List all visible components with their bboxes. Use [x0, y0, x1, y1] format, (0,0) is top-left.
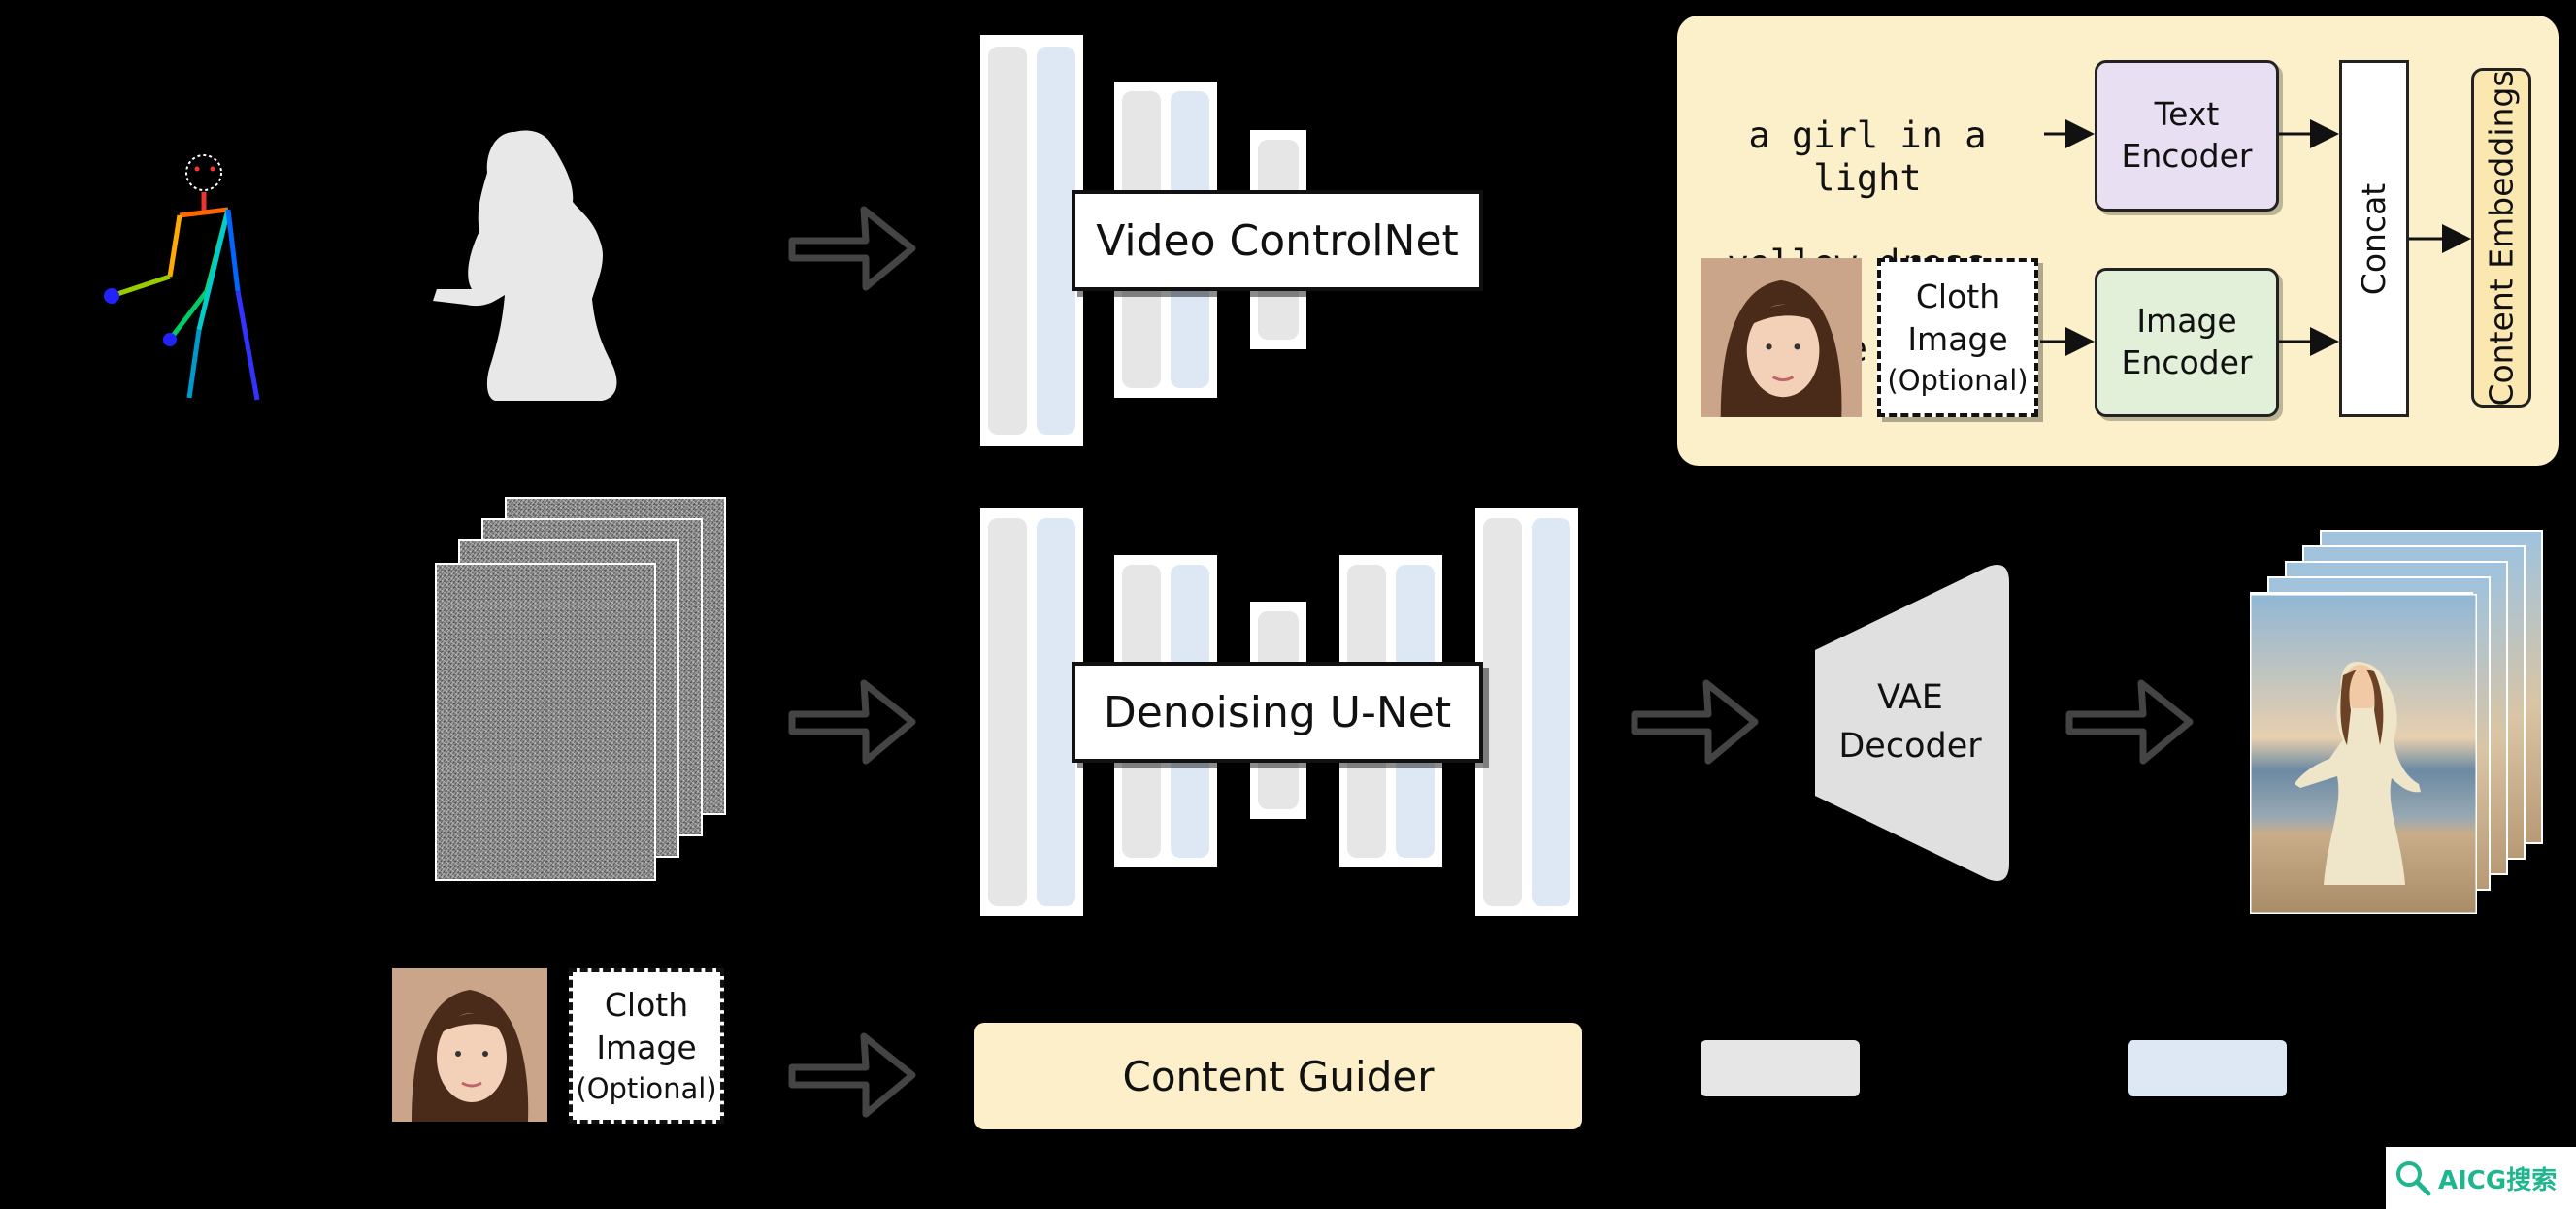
vae-label-line2: Decoder [1838, 727, 1982, 766]
controlnet-label: Video ControlNet [1072, 190, 1483, 291]
hand-drawn-arrow-icon [788, 1032, 916, 1118]
text-encoder-line2: Encoder [2121, 137, 2253, 175]
image-encoder-line1: Image [2136, 302, 2237, 341]
output-frame-main-icon [2250, 594, 2477, 914]
watermark-text: AICG搜索 [2438, 1165, 2558, 1195]
panel-cloth-line2: Image [1907, 320, 2008, 359]
controlnet-block-1-gray [988, 47, 1027, 435]
controlnet-block-1-blue [1037, 47, 1075, 435]
unet-block-1-gray [988, 518, 1027, 906]
unet-block-5-blue [1532, 518, 1570, 906]
watermark: AICG搜索 [2386, 1147, 2576, 1209]
depth-silhouette-icon [433, 130, 617, 401]
panel-arrows [2040, 119, 2471, 356]
vae-decoder-label: VAE Decoder [1815, 673, 2005, 770]
legend-gray-block [1701, 1040, 1860, 1096]
unet-block-1-blue [1037, 518, 1075, 906]
pose-skeleton-icon [104, 154, 260, 401]
content-guider: Content Guider [974, 1023, 1582, 1129]
content-guider-label: Content Guider [1122, 1052, 1435, 1100]
legend-blue-block [2128, 1040, 2287, 1096]
hand-drawn-arrow-icon [2065, 679, 2194, 765]
cloth-bottom-line3: (Optional) [576, 1071, 717, 1105]
panel-face-photo-icon [1701, 258, 1862, 417]
text-encoder-line1: Text [2154, 95, 2220, 134]
panel-cloth-line1: Cloth [1915, 277, 2000, 315]
hand-drawn-arrow-icon [1631, 679, 1759, 765]
cloth-bottom-line2: Image [596, 1029, 697, 1067]
cloth-image-optional-bottom: Cloth Image (Optional) [569, 968, 724, 1124]
panel-cloth-line3: (Optional) [1887, 363, 2029, 397]
unet-block-5-gray [1483, 518, 1522, 906]
hand-drawn-arrow-icon [788, 206, 916, 291]
concat-box: Concat [2339, 60, 2409, 417]
cloth-bottom-line1: Cloth [604, 985, 689, 1024]
panel-cloth-image-optional: Cloth Image (Optional) [1877, 258, 2038, 417]
prompt-line1: a girl in a light [1748, 114, 1987, 199]
content-embeddings-box: Content Embeddings [2471, 68, 2531, 408]
vae-label-line1: VAE [1877, 678, 1943, 717]
text-encoder: Text Encoder [2095, 60, 2279, 212]
vae-decoder-shape [1815, 565, 2009, 881]
unet-label: Denoising U-Net [1072, 662, 1483, 763]
hand-drawn-arrow-icon [788, 679, 916, 765]
image-encoder: Image Encoder [2095, 268, 2279, 417]
search-icon [2396, 1161, 2431, 1196]
image-encoder-line2: Encoder [2121, 343, 2253, 381]
noise-frame [435, 563, 656, 881]
face-photo-icon [392, 968, 547, 1122]
